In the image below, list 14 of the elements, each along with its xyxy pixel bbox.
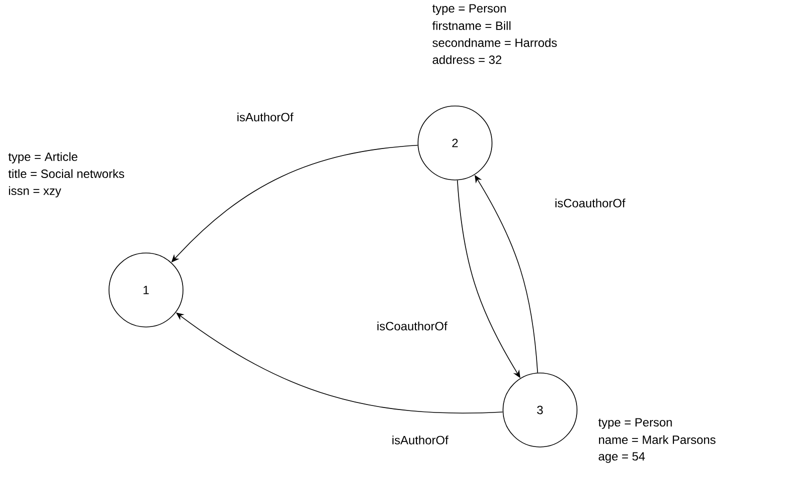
- edge-label: isCoauthorOf: [376, 320, 448, 332]
- attribute-text: name = Mark Parsons: [599, 435, 716, 444]
- edge-label: isAuthorOf: [236, 112, 294, 122]
- attribute-text: address = 32: [432, 55, 502, 64]
- attribute-text: issn = xzy: [9, 186, 62, 198]
- attribute-text: title = Social networks: [8, 169, 124, 178]
- attribute-text: type = Person: [432, 4, 506, 15]
- attribute-text: secondname = Harrods: [432, 38, 557, 47]
- attribute-text: age = 54: [598, 452, 645, 463]
- edge-label: isAuthorOf: [390, 434, 450, 446]
- edge-label: isCoauthorOf: [554, 198, 626, 208]
- attribute-text: firstname = Bill: [432, 21, 510, 30]
- attribute-text: type = Article: [8, 152, 78, 164]
- attribute-text: type = Person: [598, 418, 672, 429]
